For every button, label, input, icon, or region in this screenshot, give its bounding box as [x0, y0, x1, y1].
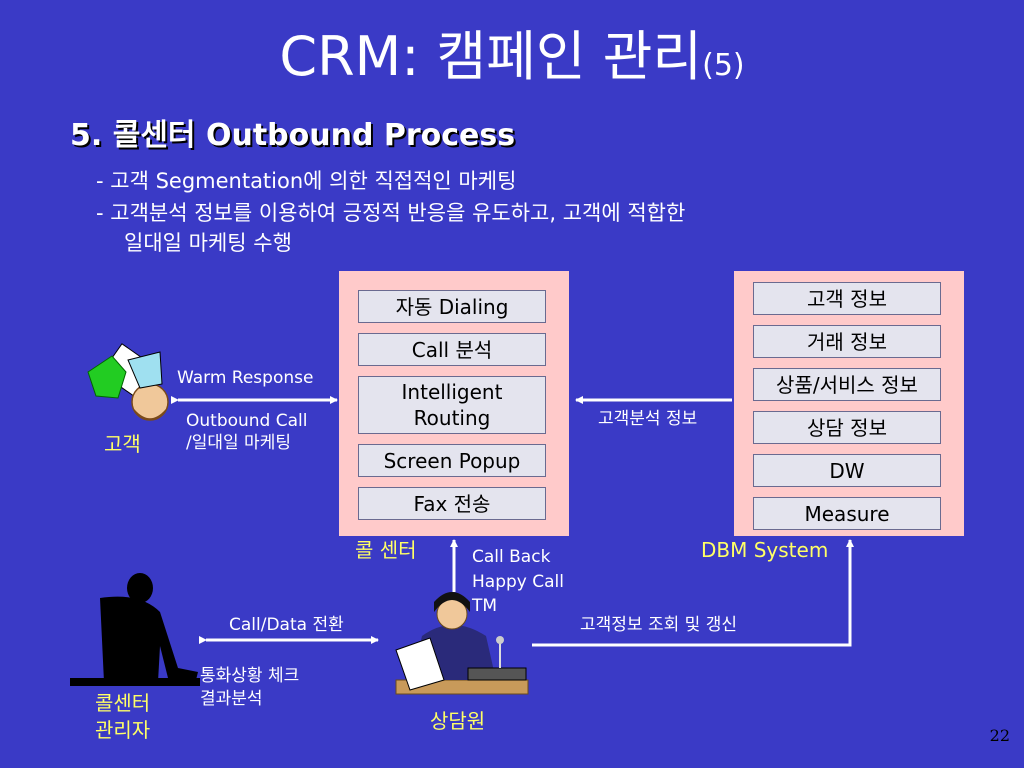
agent-label: 상담원 — [430, 709, 486, 733]
module-intelligent-routing: Intelligent Routing — [358, 376, 546, 434]
tm-label: TM — [472, 596, 498, 616]
bullet-1: - 고객 Segmentation에 의한 직접적인 마케팅 — [96, 169, 517, 193]
happy-call-label: Happy Call — [472, 572, 564, 592]
section-heading: 5. 콜센터 Outbound Process — [70, 118, 516, 153]
module-measure: Measure — [753, 497, 941, 530]
outbound-call-label: Outbound Call — [186, 411, 308, 431]
one-to-one-marketing-label: /일대일 마케팅 — [186, 433, 291, 453]
callback-label: Call Back — [472, 547, 551, 567]
dbm-system-panel — [734, 271, 964, 536]
page-number: 22 — [989, 726, 1010, 745]
lookup-update-arrow — [532, 539, 854, 647]
warm-response-label: Warm Response — [177, 368, 314, 388]
module-consult-info: 상담 정보 — [753, 411, 941, 444]
manager-label-line2: 관리자 — [95, 718, 151, 742]
module-auto-dialing: 자동 Dialing — [358, 290, 546, 323]
customer-figure-icon — [87, 343, 169, 421]
module-screen-popup: Screen Popup — [358, 444, 546, 477]
lookup-update-label: 고객정보 조회 및 갱신 — [580, 615, 737, 635]
slide-title-main: CRM: 캠페인 관리 — [279, 25, 703, 88]
call-data-label: Call/Data 전환 — [229, 615, 344, 635]
agent-figure-icon — [395, 592, 529, 695]
slide-title: CRM: 캠페인 관리(5) — [0, 22, 1024, 101]
manager-label-line1: 콜센터 — [95, 691, 151, 715]
module-transaction-info: 거래 정보 — [753, 325, 941, 358]
slide-title-suffix: (5) — [702, 48, 745, 83]
analysis-info-label: 고객분석 정보 — [598, 409, 698, 429]
customer-label: 고객 — [104, 432, 141, 456]
result-analysis-label: 결과분석 — [200, 689, 263, 709]
dbm-system-label: DBM System — [701, 538, 829, 562]
module-call-analysis: Call 분석 — [358, 333, 546, 366]
call-center-label: 콜 센터 — [355, 538, 417, 562]
module-customer-info: 고객 정보 — [753, 282, 941, 315]
module-product-service-info: 상품/서비스 정보 — [753, 368, 941, 401]
bullet-2: - 고객분석 정보를 이용하여 긍정적 반응을 유도하고, 고객에 적합한 — [96, 201, 686, 225]
module-dw: DW — [753, 454, 941, 487]
bullet-2-continued: 일대일 마케팅 수행 — [124, 231, 292, 255]
manager-silhouette-icon — [70, 573, 200, 686]
module-fax-send: Fax 전송 — [358, 487, 546, 520]
monitoring-label: 통화상황 체크 — [200, 666, 300, 686]
